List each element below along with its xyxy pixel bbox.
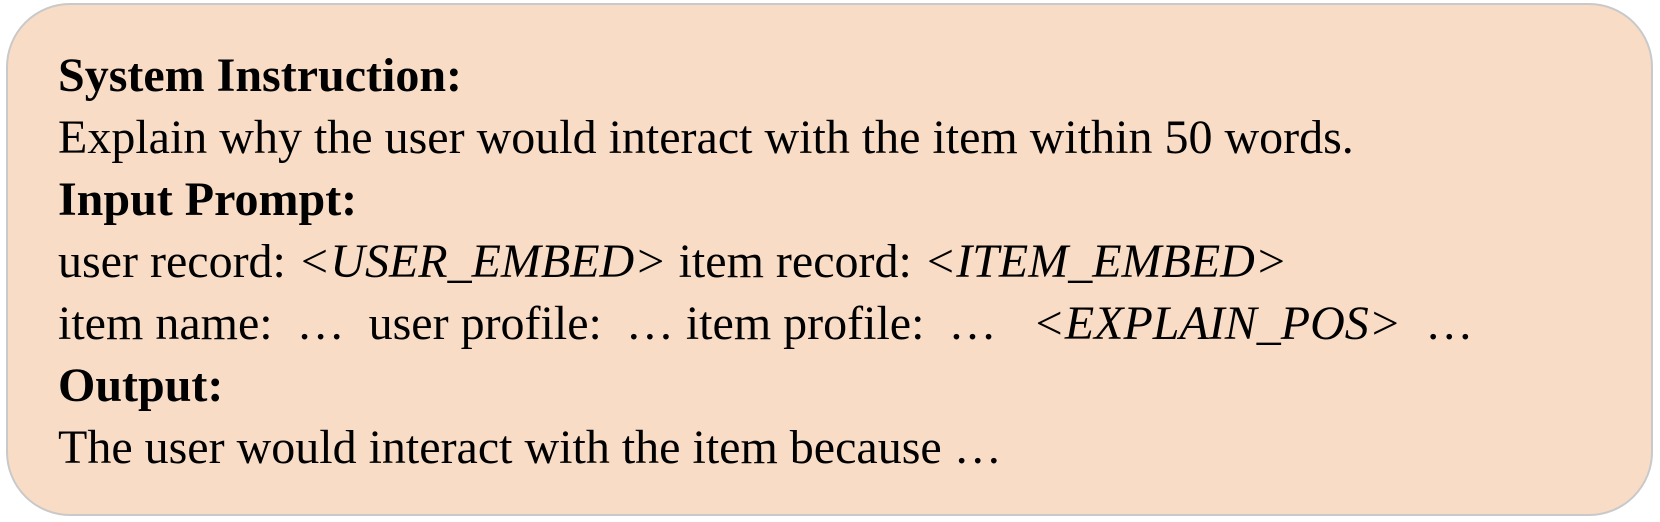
user-embed-token: <USER_EMBED>: [297, 235, 667, 288]
item-embed-token: <ITEM_EMBED>: [923, 235, 1288, 288]
prompt-template-content: System Instruction: Explain why the user…: [58, 45, 1631, 479]
explain-pos-token: <EXPLAIN_POS>: [1032, 297, 1402, 350]
input-prompt-line-2: item name: … user profile: … item profil…: [58, 293, 1631, 355]
output-heading: Output:: [58, 359, 224, 412]
prompt-template-card: System Instruction: Explain why the user…: [6, 3, 1653, 516]
output-text: The user would interact with the item be…: [58, 421, 1002, 474]
system-instruction-heading: System Instruction:: [58, 49, 462, 102]
input-prompt-line-1: user record: <USER_EMBED> item record: <…: [58, 231, 1631, 293]
system-instruction-text: Explain why the user would interact with…: [58, 111, 1354, 164]
input-prompt-heading: Input Prompt:: [58, 173, 358, 226]
trailing-ellipsis: …: [1401, 297, 1474, 350]
item-record-label: item record:: [666, 235, 924, 288]
user-record-label: user record:: [58, 235, 298, 288]
profile-fields-text: item name: … user profile: … item profil…: [58, 297, 1033, 350]
